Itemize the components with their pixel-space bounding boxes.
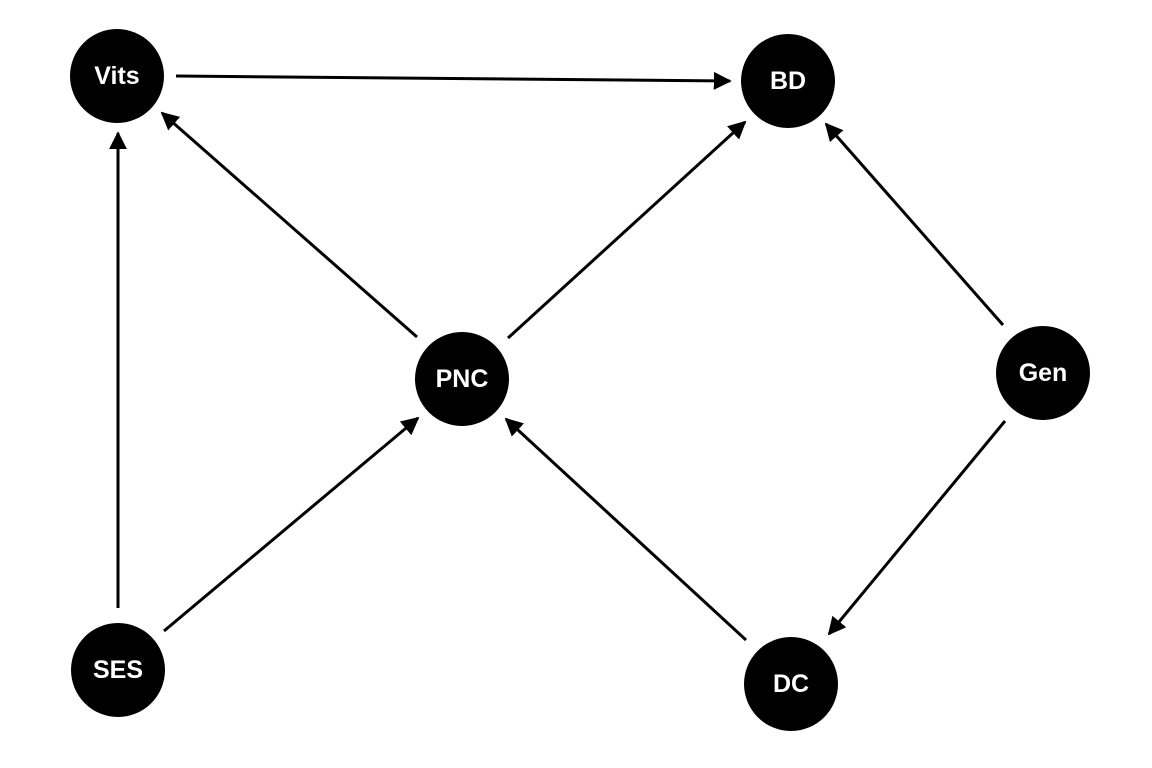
nodes: Vits BD PNC Gen SES DC [70,29,1090,731]
node-vits-label: Vits [94,62,139,90]
node-pnc: PNC [415,332,509,426]
node-dc-label: DC [773,670,809,698]
node-bd: BD [741,34,835,128]
node-ses-circle [71,623,165,717]
node-gen-circle [996,326,1090,420]
edges [109,71,1007,642]
node-gen-label: Gen [1019,359,1068,387]
node-dc-circle [744,637,838,731]
edge-dc-to-pnc [504,417,748,642]
edge-gen-to-dc [827,420,1007,636]
node-pnc-label: PNC [436,365,489,393]
node-vits-circle [70,29,164,123]
node-bd-label: BD [770,67,806,95]
node-ses: SES [71,623,165,717]
edge-gen-to-bd [824,122,1005,326]
node-vits: Vits [70,29,164,123]
edge-vits-to-bd [175,71,732,90]
edge-pnc-to-bd [506,120,747,340]
node-bd-circle [741,34,835,128]
node-ses-label: SES [93,656,143,684]
node-pnc-circle [415,332,509,426]
edge-ses-to-pnc [163,416,420,633]
edge-pnc-to-vits [160,111,418,339]
node-gen: Gen [996,326,1090,420]
node-dc: DC [744,637,838,731]
